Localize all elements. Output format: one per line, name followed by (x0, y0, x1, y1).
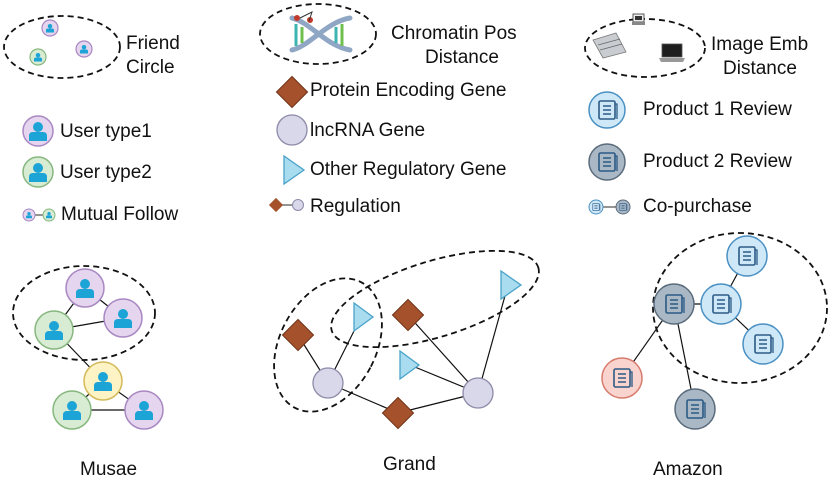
user-node (65, 268, 105, 308)
protein-gene-node (391, 298, 425, 332)
protein-gene-label: Protein Encoding Gene (310, 80, 507, 101)
protein-gene-node (281, 318, 315, 352)
grand-legend (259, 3, 377, 213)
image-emb-distance-legend (584, 18, 706, 78)
lncrna-gene-icon (276, 114, 308, 146)
amazon-graph (601, 232, 828, 430)
product1-review-node (742, 323, 784, 365)
regulation-icon (268, 197, 304, 213)
user-type1-label: User type1 (60, 121, 152, 142)
mini-user-icon (29, 48, 47, 66)
friend-circle-label-line2: Circle (126, 57, 175, 78)
chromatin-label-line1: Chromatin Pos (391, 23, 517, 44)
musae-graph (12, 265, 164, 430)
protein-gene-icon (275, 75, 309, 109)
grand-caption: Grand (383, 454, 436, 475)
musae-legend (3, 15, 121, 222)
user-node (83, 361, 123, 401)
user-node (103, 298, 143, 338)
amazon-legend (584, 13, 706, 215)
chromatin-group-right (330, 249, 540, 349)
lncrna-gene-label: lncRNA Gene (310, 120, 426, 141)
dna-helix-icon (289, 11, 353, 53)
product2-review-label: Product 2 Review (643, 151, 792, 172)
product1-review-label: Product 1 Review (643, 99, 792, 120)
regulation-label: Regulation (310, 196, 401, 217)
chromatin-distance-legend (259, 3, 377, 65)
mutual-follow-label: Mutual Follow (61, 204, 179, 225)
user-node (52, 390, 92, 430)
mini-user-icon (41, 19, 59, 37)
product2-review-node (653, 283, 695, 325)
other-gene-icon (283, 154, 306, 186)
amazon-edges (621, 255, 764, 410)
user-type1-icon (22, 115, 54, 147)
chromatin-group-left (273, 277, 383, 413)
keyboard-icon (592, 32, 627, 59)
user-node (124, 390, 164, 430)
product1-review-node (726, 235, 768, 277)
user-node (34, 310, 74, 350)
copurchase-icon (588, 199, 631, 215)
chromatin-label-line2: Distance (425, 47, 499, 68)
other-gene-node (353, 301, 375, 333)
image-emb-label-line1: Image Emb (711, 34, 809, 55)
lncrna-gene-node (312, 367, 344, 399)
product2-review-icon (588, 143, 626, 181)
friend-circle-label-line1: Friend (126, 33, 180, 54)
other-gene-node (500, 269, 523, 301)
product1-review-node (700, 283, 742, 325)
other-gene-node (399, 349, 421, 381)
lncrna-gene-node (462, 377, 494, 409)
copurchase-label: Co-purchase (643, 196, 752, 217)
computer-icon (632, 13, 645, 25)
image-emb-group (652, 232, 828, 384)
other-gene-label: Other Regulatory Gene (310, 159, 507, 180)
product1-review-icon (588, 91, 626, 129)
musae-caption: Musae (80, 459, 138, 480)
product2-review-node (674, 388, 716, 430)
product-review-node-red (601, 357, 643, 399)
user-type2-label: User type2 (60, 162, 152, 183)
protein-gene-node (381, 396, 415, 430)
image-emb-label-line2: Distance (723, 58, 797, 79)
grand-graph (273, 249, 540, 430)
laptop-icon (659, 43, 685, 62)
user-type2-icon (22, 156, 54, 188)
mini-user-icon (75, 40, 93, 58)
amazon-caption: Amazon (653, 459, 723, 480)
friend-circle-group (12, 265, 156, 361)
friend-circle-legend (3, 15, 121, 79)
mutual-follow-icon (22, 208, 56, 222)
